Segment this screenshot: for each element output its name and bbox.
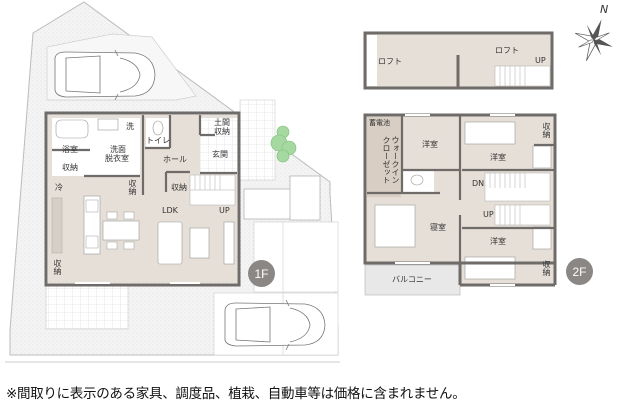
room-label-battery: 蓄電池 [369, 119, 390, 127]
car-top-icon [54, 49, 156, 101]
room-label-dressing-2: 脱衣室 [105, 154, 129, 163]
floor-plan-1f: 浴室 洗 洗面 脱衣室 トイレ 土間 収納 玄関 ホール 収納 収納 収納 収納… [5, 1, 340, 363]
room-label-storage-c: 収納 [171, 183, 187, 192]
room-label-wash: 洗 [126, 122, 134, 131]
stair-label-dn: DN [472, 179, 485, 188]
room-label-storage-b: 収納 [128, 179, 137, 195]
room-label-western-1: 洋室 [422, 140, 438, 149]
car-bottom-icon [224, 299, 326, 351]
stair-label-loft-up: UP [535, 56, 546, 65]
floor-badge-2f: 2F [566, 258, 593, 285]
room-label-bedroom: 寝室 [430, 223, 446, 232]
room-label-entry-storage-1: 土間 [214, 118, 230, 127]
compass-north-label: N [600, 3, 609, 16]
second-floor-drawing [363, 31, 557, 296]
tree-icon [270, 125, 297, 163]
room-label-dressing-1: 洗面 [110, 145, 126, 154]
room-label-fridge: 冷 [55, 183, 63, 192]
room-label-balcony: バルコニー [392, 275, 432, 284]
stair-label-up-2f: UP [483, 210, 494, 219]
room-label-loft-left: ロフト [378, 57, 402, 66]
room-label-storage-2: 収納 [542, 260, 551, 276]
room-label-storage-1: 収納 [542, 122, 551, 138]
room-label-hall: ホール [163, 155, 187, 164]
room-label-western-3: 洋室 [490, 237, 506, 246]
room-label-entrance: 玄関 [212, 150, 228, 159]
room-label-toilet: トイレ [146, 136, 170, 145]
floor-plan-2f: ロフト ロフト UP 蓄電池 ウォークイン クローゼット 洋室 洋室 洋室 寝室… [350, 0, 620, 375]
room-label-ldk: LDK [162, 206, 178, 215]
room-label-storage-a: 収納 [62, 163, 78, 172]
room-label-storage-d: 収納 [53, 259, 62, 275]
room-label-entry-storage-2: 収納 [214, 127, 230, 136]
room-label-western-2: 洋室 [490, 153, 506, 162]
compass-icon [575, 19, 613, 61]
room-label-bath: 浴室 [62, 145, 78, 154]
stair-label-up: UP [219, 206, 230, 215]
room-label-walkin-closet-2: クローゼット [382, 136, 391, 184]
compass-rose: N [570, 4, 618, 64]
disclaimer-note: ※間取りに表示のある家具、調度品、植栽、自動車等は価格に含まれません。 [6, 386, 466, 402]
floor-badge-1f: 1F [248, 260, 275, 287]
room-label-loft-right: ロフト [495, 46, 519, 55]
room-label-walkin-closet-1: ウォークイン [391, 136, 400, 184]
